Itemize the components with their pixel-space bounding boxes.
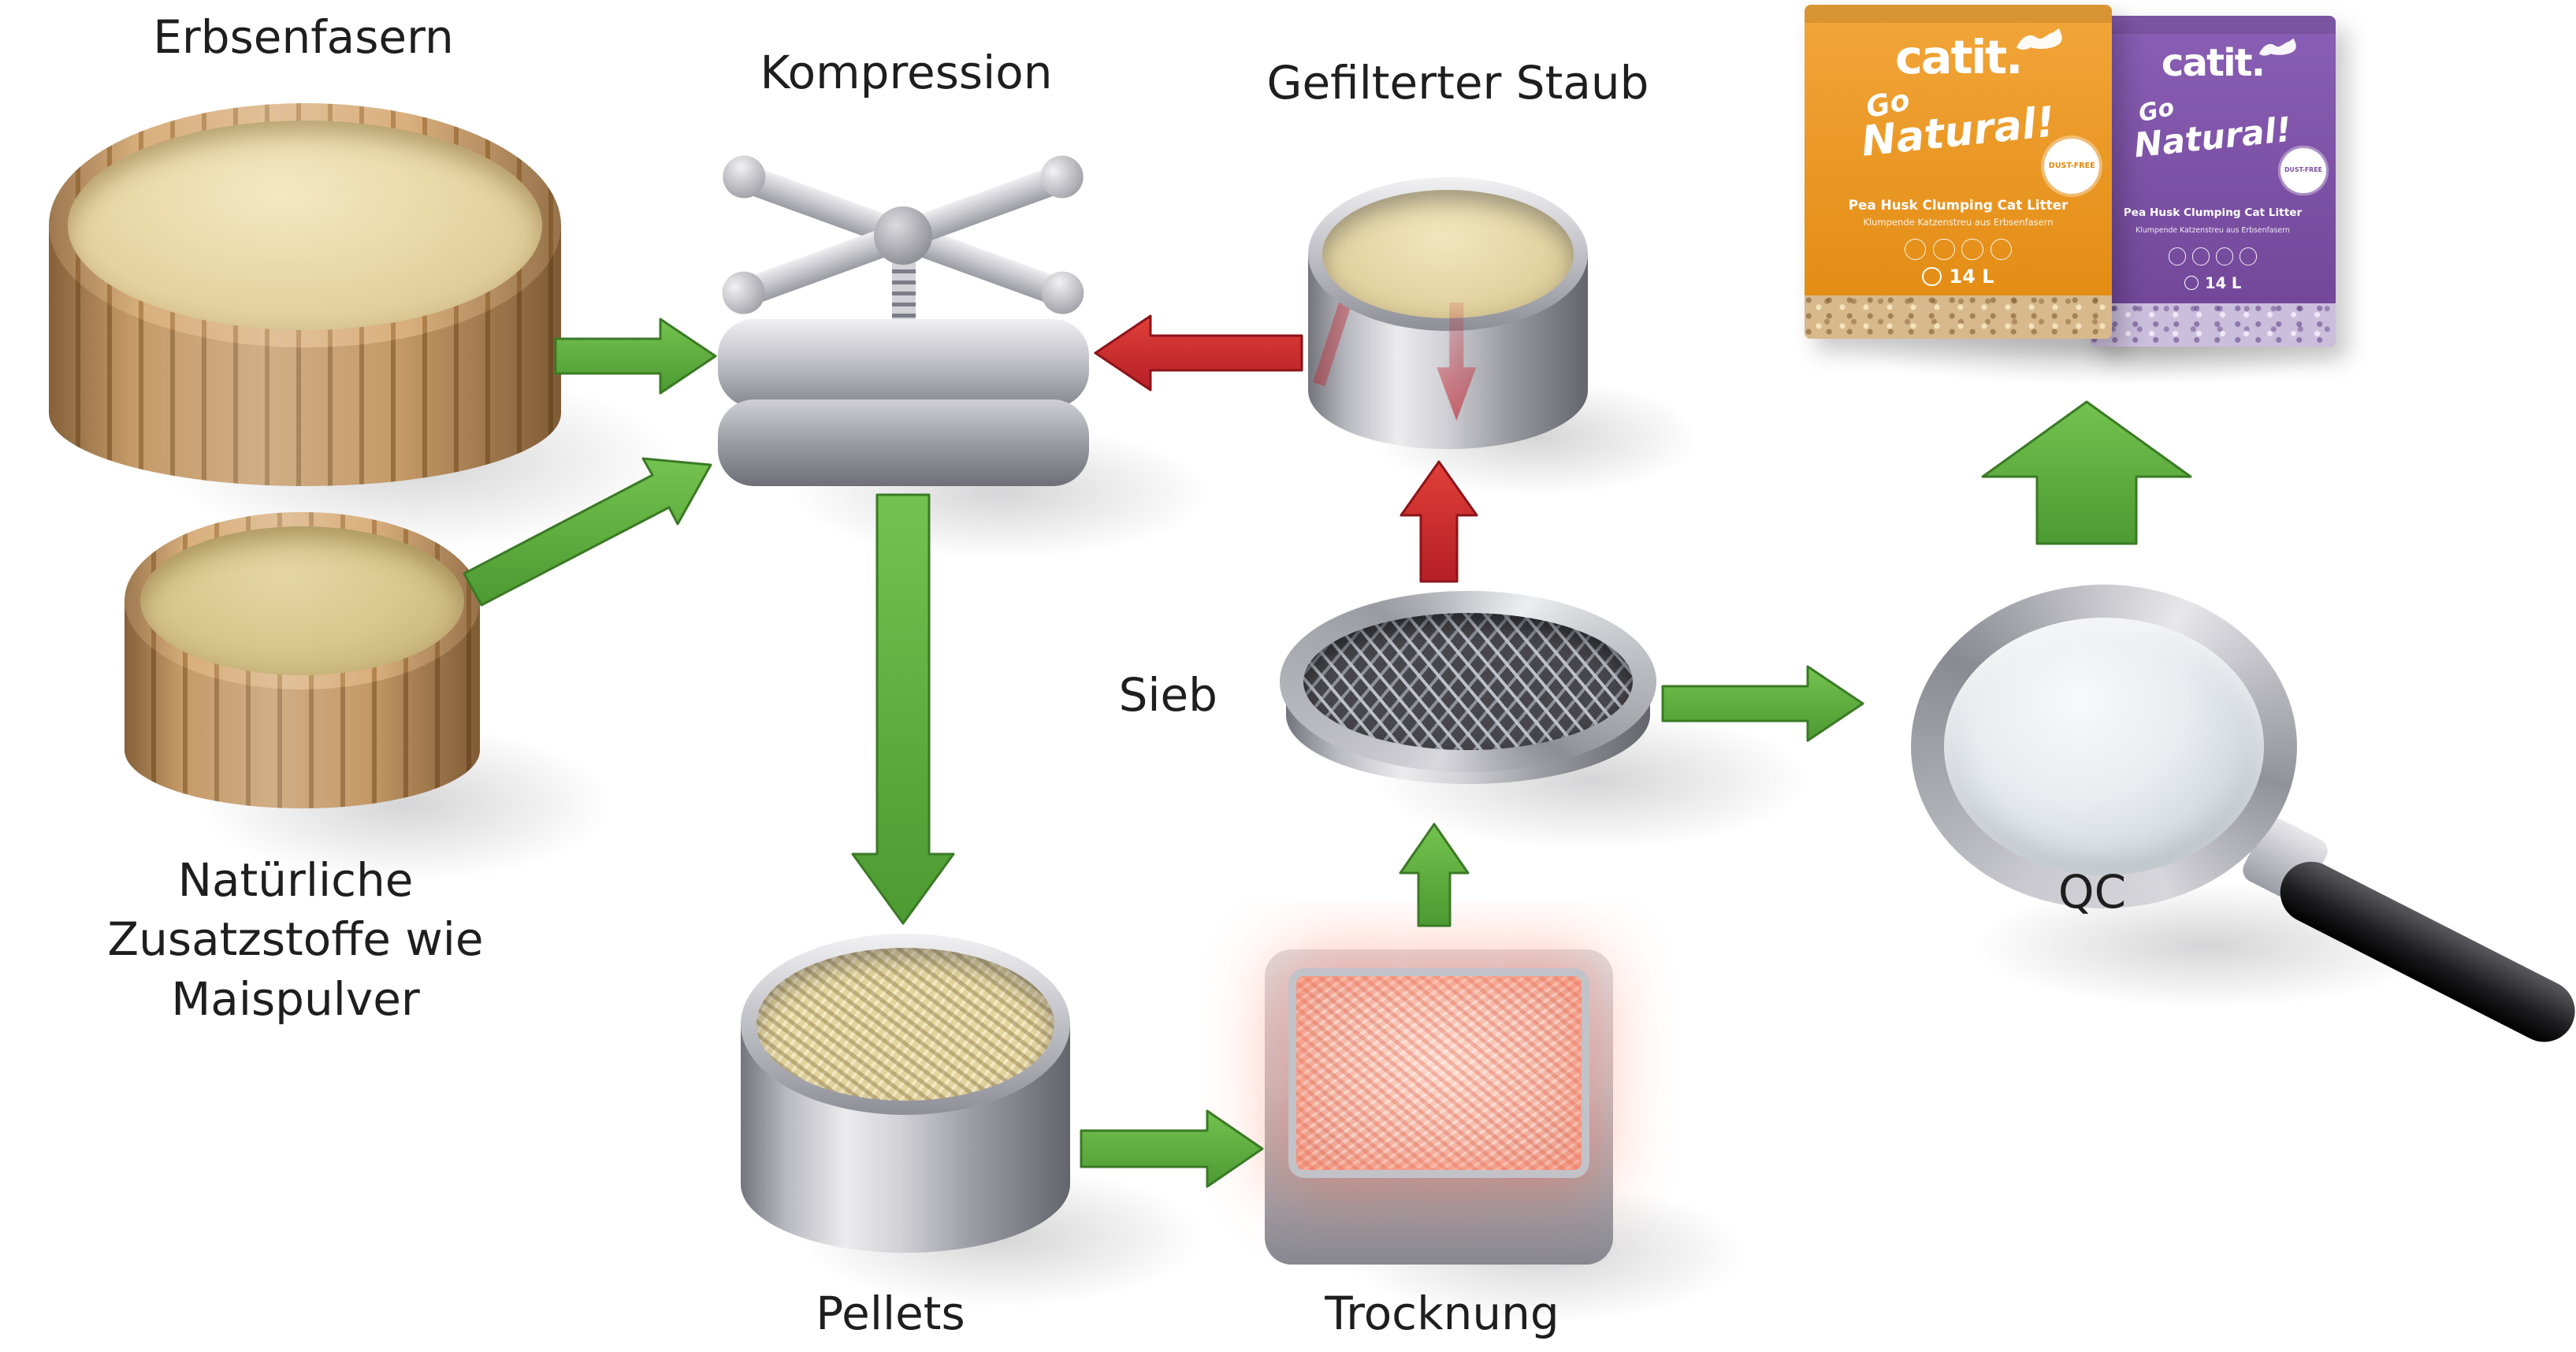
pellets-bowl: [741, 934, 1070, 1253]
additives-bowl: [125, 512, 480, 808]
pellets-fill: [756, 948, 1054, 1101]
label-erbsenfasern: Erbsenfasern: [153, 10, 454, 64]
label-natuerliche-zusatzstoffe: Natürliche Zusatzstoffe wie Maispulver: [107, 853, 484, 1026]
feature-icons-row: [2090, 247, 2336, 266]
label-trocknung: Trocknung: [1325, 1287, 1559, 1340]
press-hub: [874, 206, 932, 265]
qc-magnifier: [1911, 585, 2297, 908]
feature-icon: [1933, 238, 1955, 261]
brand-logo: catit.: [2161, 40, 2266, 85]
compression-press: [718, 144, 1089, 489]
volume-label: 14 L: [1805, 266, 2112, 288]
volume-icon: [2184, 275, 2199, 291]
drying-oven: [1265, 949, 1613, 1265]
feature-icon: [2168, 247, 2187, 266]
box-top-banner: [1805, 5, 2112, 24]
brand-logo: catit.: [1894, 29, 2024, 84]
arrow-drying-to-sieve: [1399, 823, 1470, 927]
dust-free-badge: DUST-FREE: [2044, 138, 2100, 194]
product-subtitle-de: Klumpende Katzenstreu aus Erbsenfasern: [2136, 225, 2290, 235]
oven-heated-pellets: [1288, 968, 1589, 1178]
sieve: [1280, 591, 1656, 795]
press-upper-plate: [718, 319, 1089, 407]
label-sieb: Sieb: [1118, 668, 1217, 722]
feature-icon: [2215, 247, 2234, 266]
volume-label: 14 L: [2090, 274, 2336, 292]
press-lower-plate: [718, 399, 1089, 486]
box-top-banner: [2090, 16, 2336, 35]
product-box-purple: catit. Go Natural! DUST-FREE Pea Husk Cl…: [2090, 16, 2336, 347]
arrow-pea-fibers-to-compression: [554, 318, 717, 395]
litter-photo-strip: [2090, 303, 2336, 347]
feature-icon: [2191, 247, 2210, 266]
feature-icons-row: [1805, 238, 2112, 261]
filtered-dust-bowl: [1308, 177, 1588, 449]
cat-logo-icon: [2017, 28, 2063, 50]
press-screw: [892, 262, 916, 325]
feature-icon: [1904, 238, 1927, 261]
label-pellets: Pellets: [816, 1287, 965, 1340]
product-subtitle-de: Klumpende Katzenstreu aus Erbsenfasern: [1863, 217, 2054, 228]
label-gefilterter-staub: Gefilterter Staub: [1266, 56, 1649, 110]
arrow-qc-to-product: [1981, 400, 2192, 545]
feature-icon: [1961, 238, 1983, 261]
label-qc: QC: [2057, 865, 2127, 919]
feature-icon: [2239, 247, 2258, 266]
badge-text: DUST-FREE: [2284, 166, 2322, 174]
dust-fill: [1322, 190, 1574, 318]
magnifier-lens: [1944, 618, 2264, 875]
badge-text: DUST-FREE: [2048, 162, 2095, 171]
volume-icon: [1922, 266, 1942, 286]
additive-powder: [140, 526, 464, 675]
cat-logo-icon: [2258, 38, 2296, 56]
product-box-orange: catit. Go Natural! DUST-FREE Pea Husk Cl…: [1805, 5, 2112, 339]
feature-icon: [1990, 238, 2013, 261]
litter-photo-strip: [1805, 295, 2112, 339]
sieve-mesh: [1303, 613, 1633, 750]
product-subtitle-en: Pea Husk Clumping Cat Litter: [2123, 206, 2303, 219]
product-subtitle-en: Pea Husk Clumping Cat Litter: [1848, 196, 2069, 213]
pea-fiber-bowl: [49, 103, 561, 486]
pea-fiber-powder: [68, 121, 542, 330]
arrow-pellets-to-drying: [1080, 1109, 1264, 1188]
arrow-dust-to-compression: [1094, 314, 1303, 392]
label-kompression: Kompression: [760, 46, 1053, 99]
dust-free-badge: DUST-FREE: [2280, 148, 2326, 194]
arrow-compression-to-pellets: [851, 493, 955, 925]
